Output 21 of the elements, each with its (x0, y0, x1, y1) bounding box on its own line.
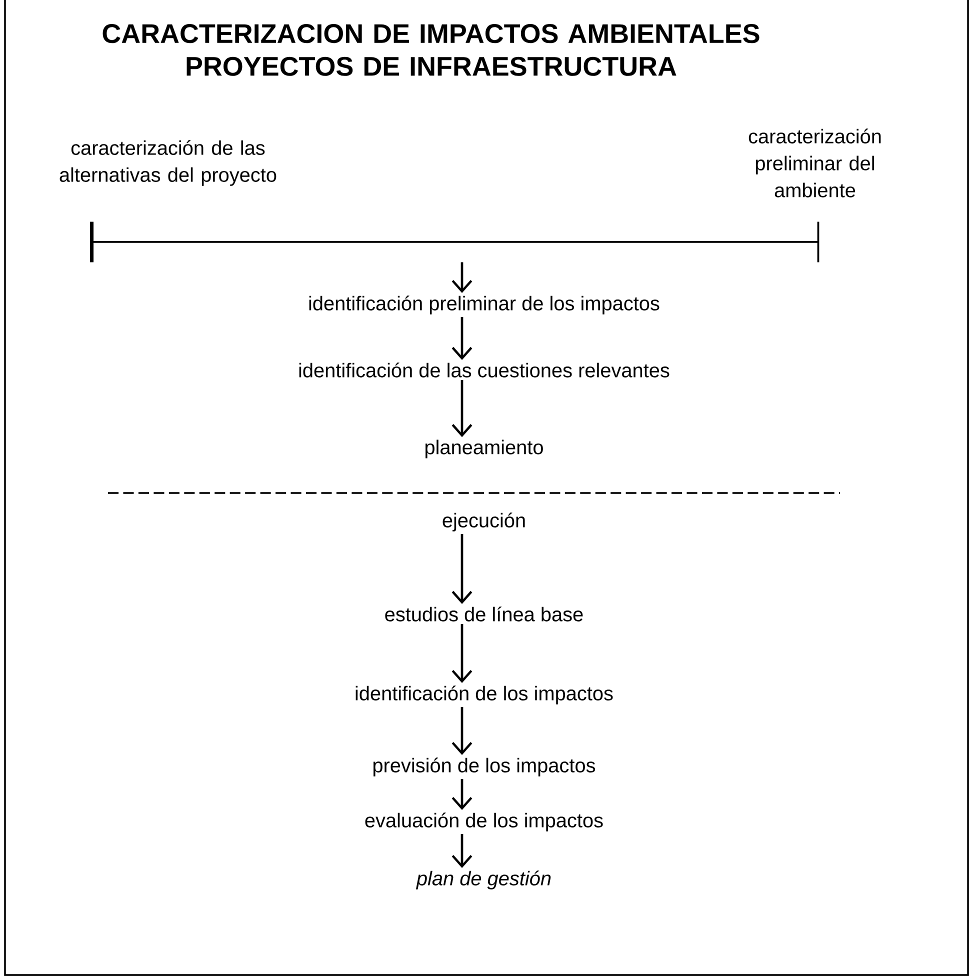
step-text: planeamiento (426, 440, 543, 458)
label-text: caracterización preliminar del ambiente (748, 128, 881, 198)
label-text: caracterización de las alternativas del proyecto (60, 140, 276, 186)
step-text: evaluación de los impactos (365, 812, 603, 832)
arrow (452, 706, 472, 756)
step-text: previsión de los impactos (374, 758, 596, 776)
arrow (452, 624, 472, 684)
arrow (452, 778, 472, 810)
step-text: plan de gestión (416, 870, 551, 890)
step-text: ejecución (442, 512, 525, 532)
arrow (452, 316, 472, 360)
step-text: identificación de los impactos (356, 686, 613, 704)
arrow (452, 262, 472, 294)
arrow (452, 380, 472, 438)
title: CARACTERIZACION DE IMPACTOS AMBIENTALES PROYECTOS DE INFRAESTRUCTURA (102, 24, 760, 76)
arrow (452, 534, 472, 604)
step-text: estudios de línea base (385, 606, 583, 622)
step-text: identificación de las cuestiones relevantes (299, 362, 670, 378)
bar (90, 222, 820, 262)
arrow (452, 834, 472, 868)
step-text: identificación preliminar de los impactos (309, 296, 660, 314)
